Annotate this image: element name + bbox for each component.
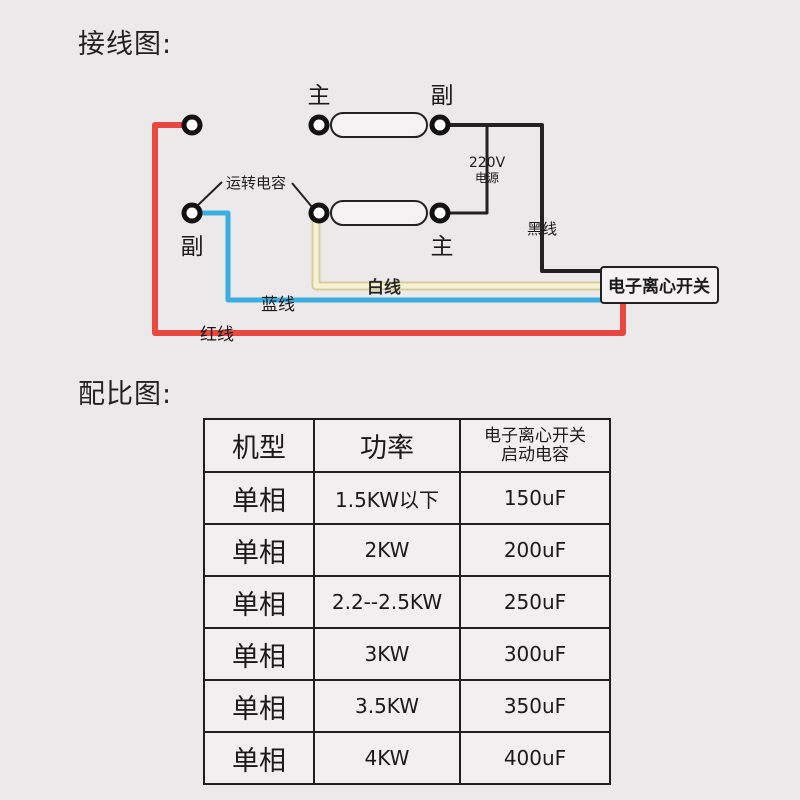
- capacitor-cell: 150uF: [459, 471, 611, 525]
- table-row: 单相 2.2--2.5KW 250uF: [203, 575, 611, 629]
- red-wire: [152, 122, 626, 336]
- aux-left-label: 副: [181, 234, 204, 260]
- terminal-icon: [308, 202, 330, 224]
- capacitor-ratio-table: 机型 功率 电子离心开关 启动电容 单相 1.5KW以下 150uF 单相 2K…: [203, 418, 611, 785]
- capacitor-cell: 350uF: [459, 679, 611, 733]
- centrifugal-switch-label: 电子离心开关: [608, 276, 710, 297]
- power-cell: 2KW: [313, 523, 461, 577]
- red-wire-label: 红线: [200, 325, 234, 345]
- capacitor-cell: 250uF: [459, 575, 611, 629]
- capacitor-link-right: [291, 182, 313, 208]
- power-link-wire: [442, 123, 489, 215]
- aux-top-label: 副: [431, 83, 454, 109]
- table-header-row: 机型 功率 电子离心开关 启动电容: [203, 418, 611, 473]
- model-cell: 单相: [203, 471, 315, 525]
- main-bottom-label: 主: [431, 234, 454, 260]
- centrifugal-switch-box: [600, 266, 719, 304]
- main-winding-bottom: [330, 200, 428, 226]
- power-source-label: 电源: [475, 171, 499, 185]
- table-row: 单相 2KW 200uF: [203, 523, 611, 577]
- terminal-icon: [429, 114, 451, 136]
- power-cell: 3KW: [313, 627, 461, 681]
- power-cell: 1.5KW以下: [313, 471, 461, 525]
- model-column-header: 机型: [203, 418, 315, 473]
- table-row: 单相 3.5KW 350uF: [203, 679, 611, 733]
- capacitor-header-line2: 启动电容: [501, 444, 569, 465]
- model-cell: 单相: [203, 679, 315, 733]
- voltage-label: 220V: [469, 155, 506, 171]
- white-wire: [313, 213, 602, 289]
- table-row: 单相 4KW 400uF: [203, 731, 611, 785]
- run-capacitor-label: 运转电容: [226, 174, 286, 192]
- capacitor-link: [195, 181, 223, 208]
- power-cell: 4KW: [313, 731, 461, 785]
- capacitor-header-line1: 电子离心开关: [484, 425, 586, 446]
- table-row: 单相 1.5KW以下 150uF: [203, 471, 611, 525]
- white-wire-label: 白线: [367, 278, 401, 298]
- capacitor-cell: 300uF: [459, 627, 611, 681]
- power-cell: 2.2--2.5KW: [313, 575, 461, 629]
- capacitor-cell: 400uF: [459, 731, 611, 785]
- power-column-header: 功率: [313, 418, 461, 473]
- terminal-icon: [429, 202, 451, 224]
- model-cell: 单相: [203, 575, 315, 629]
- main-top-label: 主: [308, 83, 331, 109]
- wiring-diagram-heading: 接线图:: [78, 29, 173, 60]
- terminal-icon: [181, 114, 203, 136]
- terminal-icon: [181, 202, 203, 224]
- model-cell: 单相: [203, 523, 315, 577]
- black-wire-label: 黑线: [527, 220, 557, 238]
- model-cell: 单相: [203, 731, 315, 785]
- terminal-icon: [308, 114, 330, 136]
- table-row: 单相 3KW 300uF: [203, 627, 611, 681]
- capacitor-cell: 200uF: [459, 523, 611, 577]
- wiring-diagram: 主 副 副 主 运转电容 220V 电源 黑线 白线 蓝线 红线 电子离心开关: [152, 83, 719, 345]
- ratio-table-heading: 配比图:: [78, 379, 173, 410]
- black-wire: [442, 123, 602, 273]
- blue-wire: [192, 210, 602, 303]
- main-winding-top: [330, 112, 428, 138]
- model-cell: 单相: [203, 627, 315, 681]
- capacitor-column-header: 电子离心开关 启动电容: [459, 418, 611, 473]
- power-cell: 3.5KW: [313, 679, 461, 733]
- blue-wire-label: 蓝线: [261, 295, 295, 315]
